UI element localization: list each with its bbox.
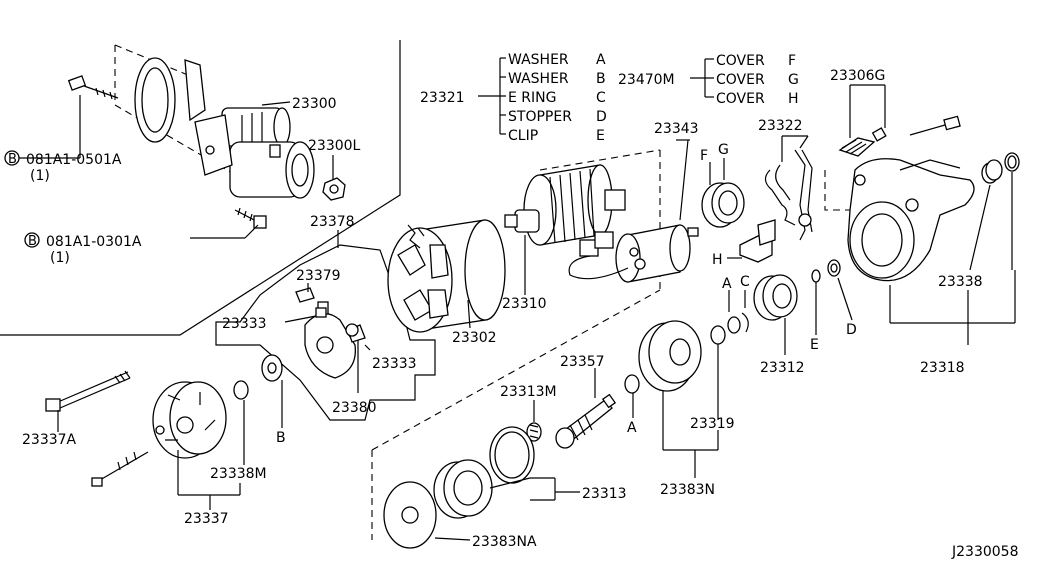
legend-left-item-c: E RING — [508, 90, 556, 106]
bolt-1-code: 081A1-0501A — [26, 152, 122, 168]
label-23310: 23310 — [502, 296, 547, 312]
bolt-2-code: 081A1-0301A — [46, 234, 142, 250]
bolt-upper — [67, 75, 119, 100]
bushings — [981, 152, 1020, 184]
callout-d: D — [846, 322, 857, 338]
legend-left-item-a: WASHER — [508, 52, 569, 68]
callout-f: F — [700, 148, 708, 164]
label-23322: 23322 — [758, 118, 803, 134]
label-23379: 23379 — [296, 268, 341, 284]
field-coil-yoke — [387, 219, 506, 333]
needle-bearing — [526, 422, 542, 442]
label-23318: 23318 — [920, 360, 965, 376]
label-23312: 23312 — [760, 360, 805, 376]
brush-assembly-boundary — [215, 244, 436, 421]
clutch-shell — [638, 320, 702, 392]
drive-shaft — [555, 393, 617, 449]
label-23300l: 23300L — [308, 138, 361, 154]
callout-c: C — [740, 274, 750, 290]
brush-holder — [304, 301, 366, 379]
label-23337a: 23337A — [22, 432, 77, 448]
label-23383n: 23383N — [660, 482, 715, 498]
label-23357: 23357 — [560, 354, 605, 370]
legend-left-key-e: E — [596, 128, 605, 144]
legend-right-item-f: COVER — [716, 53, 765, 69]
bolt-marker-circle — [4, 150, 20, 166]
callout-a-lower: A — [627, 420, 637, 436]
label-23383na: 23383NA — [472, 534, 537, 550]
cover-h — [739, 219, 776, 263]
bolt-1-qty: (1) — [30, 168, 50, 184]
brush-springs — [764, 149, 813, 241]
legend-left-key-c: C — [596, 90, 606, 106]
washers-small — [624, 259, 841, 394]
cover-f-g — [701, 182, 745, 228]
pinion-gear — [753, 274, 798, 321]
label-23313m: 23313M — [500, 384, 557, 400]
label-23378: 23378 — [310, 214, 355, 230]
rear-housing — [847, 158, 975, 282]
legend-left-item-e: CLIP — [508, 128, 538, 144]
label-23300: 23300 — [292, 96, 337, 112]
legend-left-key-b: B — [596, 71, 606, 87]
label-23338m: 23338M — [210, 466, 267, 482]
legend-right-key-f: F — [788, 53, 796, 69]
legend-left-item-b: WASHER — [508, 71, 569, 87]
callout-e: E — [810, 337, 819, 353]
callout-b: B — [276, 430, 286, 446]
washer-23338m — [233, 380, 249, 400]
clutch-dashed-upper — [371, 289, 661, 451]
legend-left-key-a: A — [596, 52, 606, 68]
overrun-clutch — [433, 459, 493, 519]
engine-boundary-line — [0, 40, 401, 336]
through-bolt — [45, 370, 131, 412]
callout-a-upper: A — [722, 276, 732, 292]
diagram-id: J2330058 — [951, 544, 1018, 560]
legend-left-item-d: STOPPER — [508, 109, 572, 125]
legend-right-number: 23470M — [618, 72, 675, 88]
bolt-2-circle-letter: B — [28, 234, 37, 249]
brush-small-parts — [295, 287, 359, 337]
bolt-2-qty: (1) — [50, 250, 70, 266]
starter-motor-assembly — [114, 44, 346, 201]
solenoid-switch — [568, 224, 699, 283]
bolt-lower — [234, 207, 267, 229]
label-23338: 23338 — [938, 274, 983, 290]
bolt-1-circle-letter: B — [8, 152, 17, 167]
legend-right-key-g: G — [788, 72, 799, 88]
legend-right-item-h: COVER — [716, 91, 765, 107]
screw-small — [91, 451, 149, 487]
bolt-marker-circle — [24, 232, 40, 248]
legend-right-item-g: COVER — [716, 72, 765, 88]
label-23319: 23319 — [690, 416, 735, 432]
legend-left-key-d: D — [596, 109, 607, 125]
legend-right-key-h: H — [788, 91, 799, 107]
solenoid-dashed-top — [539, 149, 661, 171]
label-23333-left: 23333 — [222, 316, 267, 332]
label-23343: 23343 — [654, 121, 699, 137]
callout-h: H — [712, 252, 723, 268]
label-23337: 23337 — [184, 511, 229, 527]
label-23333-right: 23333 — [372, 356, 417, 372]
callout-g: G — [718, 142, 729, 158]
label-23302: 23302 — [452, 330, 497, 346]
end-plate — [383, 481, 437, 549]
legend-left-number: 23321 — [420, 90, 465, 106]
rear-end-cover — [152, 381, 227, 459]
clutch-ring — [489, 426, 535, 484]
label-23380: 23380 — [332, 400, 377, 416]
label-23313: 23313 — [582, 486, 627, 502]
label-23306g: 23306G — [830, 68, 885, 84]
bracket-bolt — [838, 115, 961, 157]
